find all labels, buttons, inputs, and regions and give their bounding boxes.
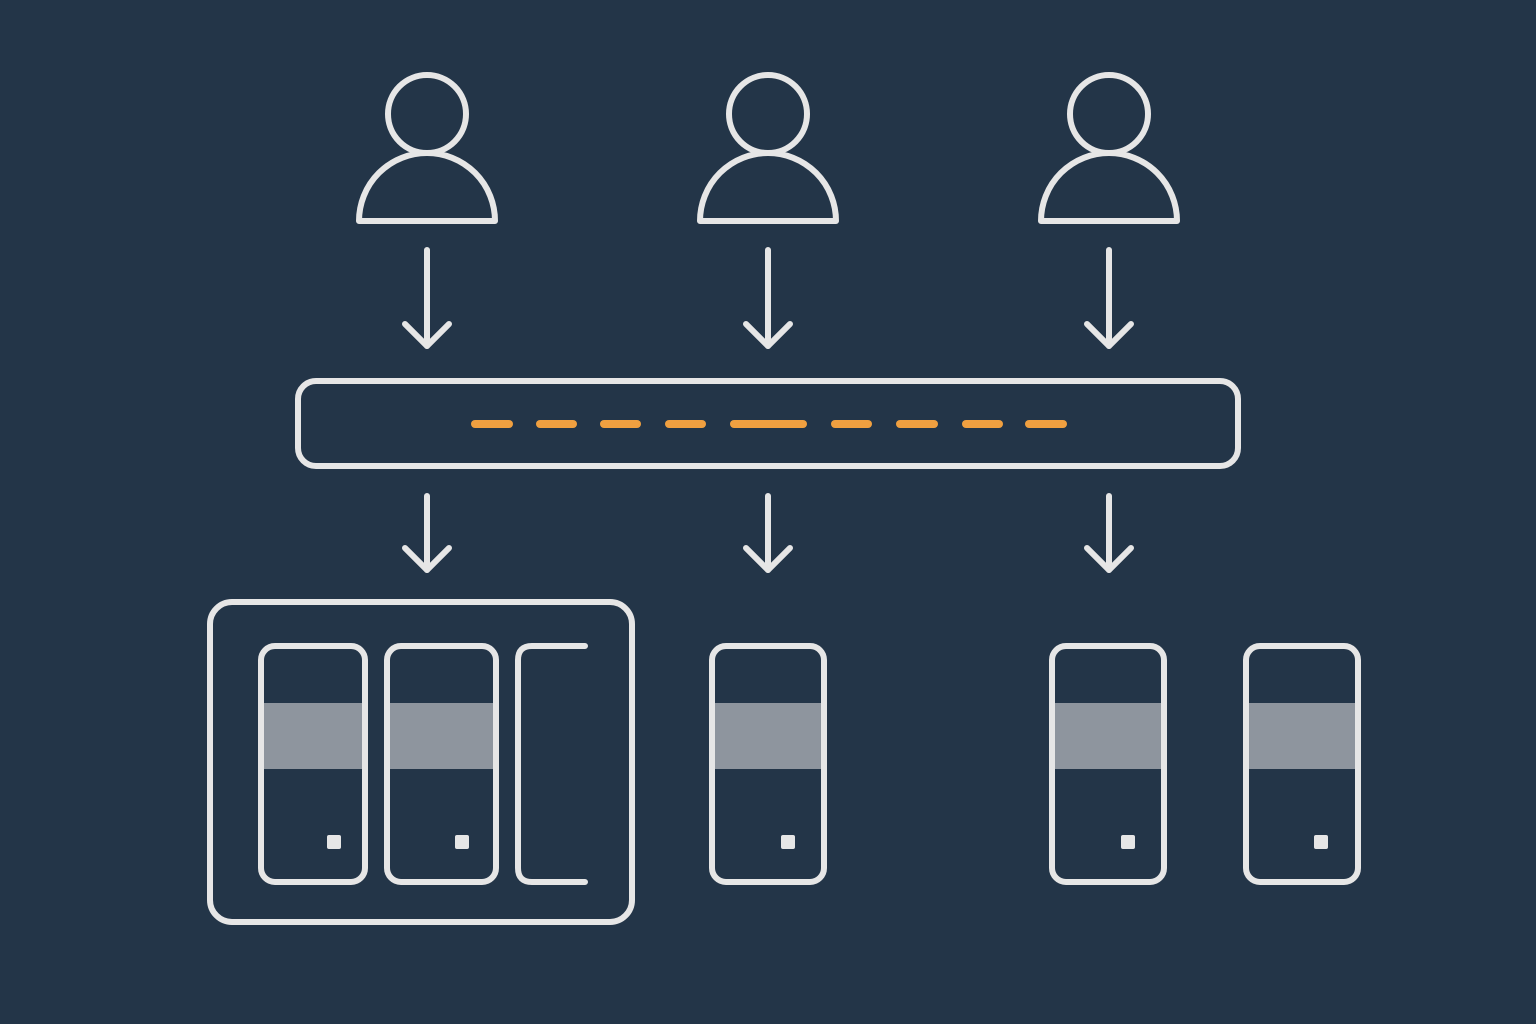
server-icon [1243,643,1361,885]
server-icon [258,643,368,885]
arrow-down-icon [743,493,793,573]
arrow-down-icon [1084,247,1134,349]
arrow-down-icon [402,247,452,349]
arrow-down-icon [1084,493,1134,573]
load-balancer-icon [295,378,1241,469]
user-icon [1038,72,1180,224]
server-icon [1049,643,1167,885]
arrow-down-icon [743,247,793,349]
arrow-down-icon [402,493,452,573]
server-cluster-frame [207,599,635,925]
server-icon [384,643,499,885]
server-icon-partial [515,643,588,885]
user-icon [697,72,839,224]
server-icon [709,643,827,885]
user-icon [356,72,498,224]
